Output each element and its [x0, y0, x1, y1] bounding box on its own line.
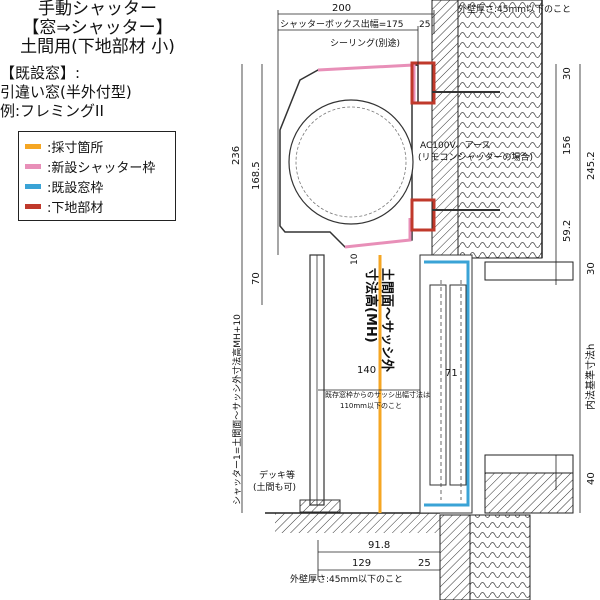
title-block: 手動シャッター 【窓⇒シャッター】 土間用(下地部材 小) — [0, 0, 195, 57]
existing-frame-swatch — [25, 183, 41, 189]
dim-30-mid: 30 — [586, 262, 597, 275]
sealing-label: シーリング(別途) — [330, 37, 400, 49]
dim-245-2: 245.2 — [586, 151, 597, 180]
shutter-height-label: シャッター1=土間面～サッシ外寸法高MH+10 — [231, 314, 243, 505]
wall-structure — [431, 0, 574, 600]
wall-thickness-bottom: 外壁厚さ:45mm以下のこと — [290, 573, 403, 585]
dimension-lines — [241, 10, 581, 580]
legend-item-new-frame: :新設シャッター枠 — [25, 156, 169, 176]
dim-236: 236 — [231, 146, 242, 165]
deck-note-1: デッキ等 — [259, 469, 295, 481]
base-member-swatch — [25, 203, 41, 209]
dim-156: 156 — [562, 136, 573, 155]
mh-label-line2: 寸法高(MH) — [363, 268, 379, 343]
sash-projection-note-1: 既存窓枠からのサッシ出幅寸法は — [325, 390, 430, 399]
dim-70: 70 — [251, 272, 262, 285]
floor-deck — [265, 512, 440, 533]
dim-71: 71 — [445, 368, 458, 379]
deck-note-2: (土間も可) — [253, 481, 296, 493]
title-line-2: 【窓⇒シャッター】 — [22, 18, 173, 38]
legend-item-measure: :採寸箇所 — [25, 136, 169, 156]
shutter-box — [279, 61, 500, 249]
title-line-1: 手動シャッター — [38, 0, 157, 19]
shutter-box-width-label: シャッターボックス出幅=175 — [280, 18, 403, 30]
dim-140: 140 — [357, 365, 376, 376]
dim-200: 200 — [332, 3, 351, 14]
dim-25-top: 25 — [419, 20, 430, 30]
guide-rail — [299, 254, 341, 513]
dim-168-5: 168.5 — [251, 161, 262, 190]
wall-thickness-top: 外壁厚さ:45mm以下のこと — [458, 3, 571, 15]
color-legend: :採寸箇所 :新設シャッター枠 :既設窓枠 :下地部材 — [18, 131, 176, 221]
legend-item-existing-frame: :既設窓枠 — [25, 176, 169, 196]
legend-item-base-member: :下地部材 — [25, 196, 169, 216]
existing-window-frame — [419, 254, 473, 514]
measure-swatch — [25, 143, 41, 149]
remote-note: (リモコンシャッターの場合) — [418, 151, 533, 163]
existing-window-type: 引違い窓(半外付型) — [0, 83, 132, 101]
mh-label-line1: 土間面～サッシ外 — [379, 268, 395, 372]
dim-30-top: 30 — [562, 67, 573, 80]
dim-129: 129 — [352, 558, 371, 569]
existing-window-block: 【既設窓】: 引違い窓(半外付型) 例:フレミングII — [0, 64, 195, 121]
existing-window-heading: 【既設窓】: — [0, 64, 81, 82]
title-line-3: 土間用(下地部材 小) — [20, 37, 175, 57]
dim-59-2: 59.2 — [562, 220, 573, 242]
sash-projection-note-2: 110mm以下のこと — [340, 402, 402, 410]
new-frame-swatch — [25, 163, 41, 169]
power-note: AC100V、アース — [420, 141, 491, 151]
dim-91-8: 91.8 — [368, 540, 390, 551]
inner-standard-label: 内法基準寸法h — [584, 344, 597, 410]
dim-40: 40 — [586, 472, 597, 485]
dim-25-bottom: 25 — [418, 558, 431, 569]
dim-10: 10 — [350, 253, 360, 265]
existing-window-example: 例:フレミングII — [0, 102, 104, 120]
